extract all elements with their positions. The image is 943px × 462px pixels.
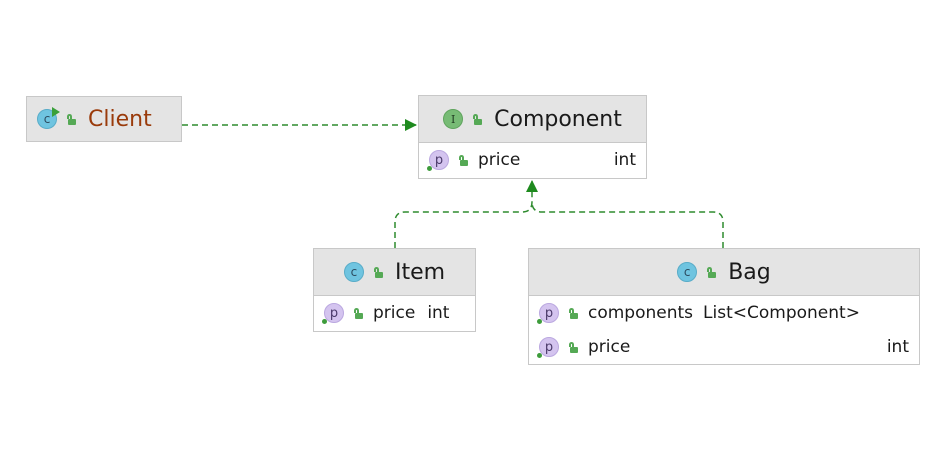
- public-lock-icon: [473, 113, 483, 125]
- class-node-header: c Client: [27, 97, 181, 141]
- public-lock-icon: [707, 266, 717, 278]
- member-row[interactable]: p price int: [529, 330, 919, 364]
- interface-icon: I: [443, 109, 464, 129]
- class-title: Item: [394, 259, 446, 285]
- member-row[interactable]: p price int: [419, 143, 646, 177]
- member-name: price: [478, 150, 521, 170]
- public-lock-icon: [373, 266, 383, 278]
- member-name: price: [373, 303, 416, 323]
- class-icon: c: [677, 262, 698, 282]
- class-title: Bag: [728, 259, 771, 285]
- interface-title: Component: [494, 106, 622, 132]
- edge-item-component: [394, 180, 538, 248]
- class-title: Client: [88, 106, 152, 132]
- member-type: int: [613, 150, 636, 170]
- member-type: int: [886, 337, 909, 357]
- property-icon: p: [427, 150, 449, 171]
- class-icon: c: [343, 262, 364, 282]
- edge-bag-component: [531, 201, 724, 248]
- class-node-header: c Bag: [529, 249, 919, 296]
- member-name: components: [588, 303, 694, 323]
- member-type: int: [427, 303, 450, 323]
- property-icon: p: [537, 337, 559, 358]
- public-lock-icon: [459, 154, 468, 166]
- class-node-bag[interactable]: c Bag p components List<Component> p pri…: [528, 248, 920, 365]
- class-node-client[interactable]: c Client: [26, 96, 182, 142]
- member-row[interactable]: p price int: [314, 296, 475, 330]
- member-name: price: [588, 337, 631, 357]
- property-icon: p: [537, 303, 559, 324]
- class-run-icon: c: [37, 107, 60, 129]
- public-lock-icon: [67, 113, 76, 125]
- public-lock-icon: [569, 341, 578, 353]
- property-icon: p: [322, 303, 344, 324]
- member-type: List<Component>: [703, 303, 860, 323]
- interface-node-component[interactable]: I Component p price int: [418, 95, 647, 179]
- class-node-header: c Item: [314, 249, 475, 296]
- class-node-item[interactable]: c Item p price int: [313, 248, 476, 332]
- member-row[interactable]: p components List<Component>: [529, 296, 919, 330]
- public-lock-icon: [569, 307, 578, 319]
- interface-node-header: I Component: [419, 96, 646, 143]
- public-lock-icon: [354, 307, 363, 319]
